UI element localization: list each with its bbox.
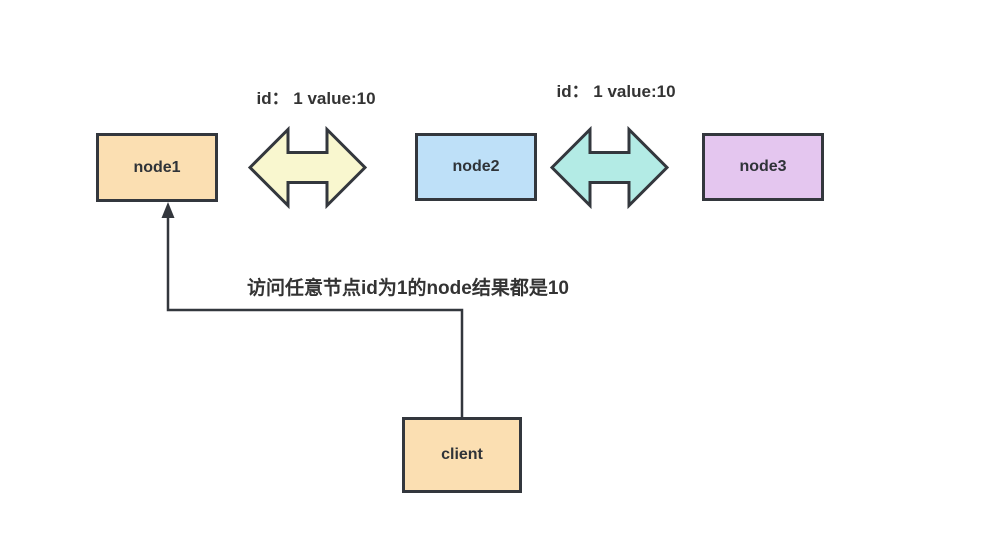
node-label: node3 [739,158,787,175]
node-box-node2: node2 [415,133,537,201]
client-to-node1-connector [166,214,464,417]
connector-arrowhead-icon [161,202,175,218]
link-label-node1-node2: id： 1 value:10 [256,89,376,108]
client-box: client [402,417,522,493]
node-label: node1 [133,158,181,176]
node-label: node2 [452,158,500,175]
node-box-node3: node3 [702,133,824,201]
node-box-node1: node1 [96,133,218,202]
client-label: client [441,446,483,463]
double-arrow-node1-node2-icon [247,125,368,210]
double-arrow-node2-node3-icon [549,125,670,210]
link-label-node2-node3: id： 1 value:10 [556,82,676,101]
connector-annotation: 访问任意节点id为1的node结果都是10 [247,278,569,299]
